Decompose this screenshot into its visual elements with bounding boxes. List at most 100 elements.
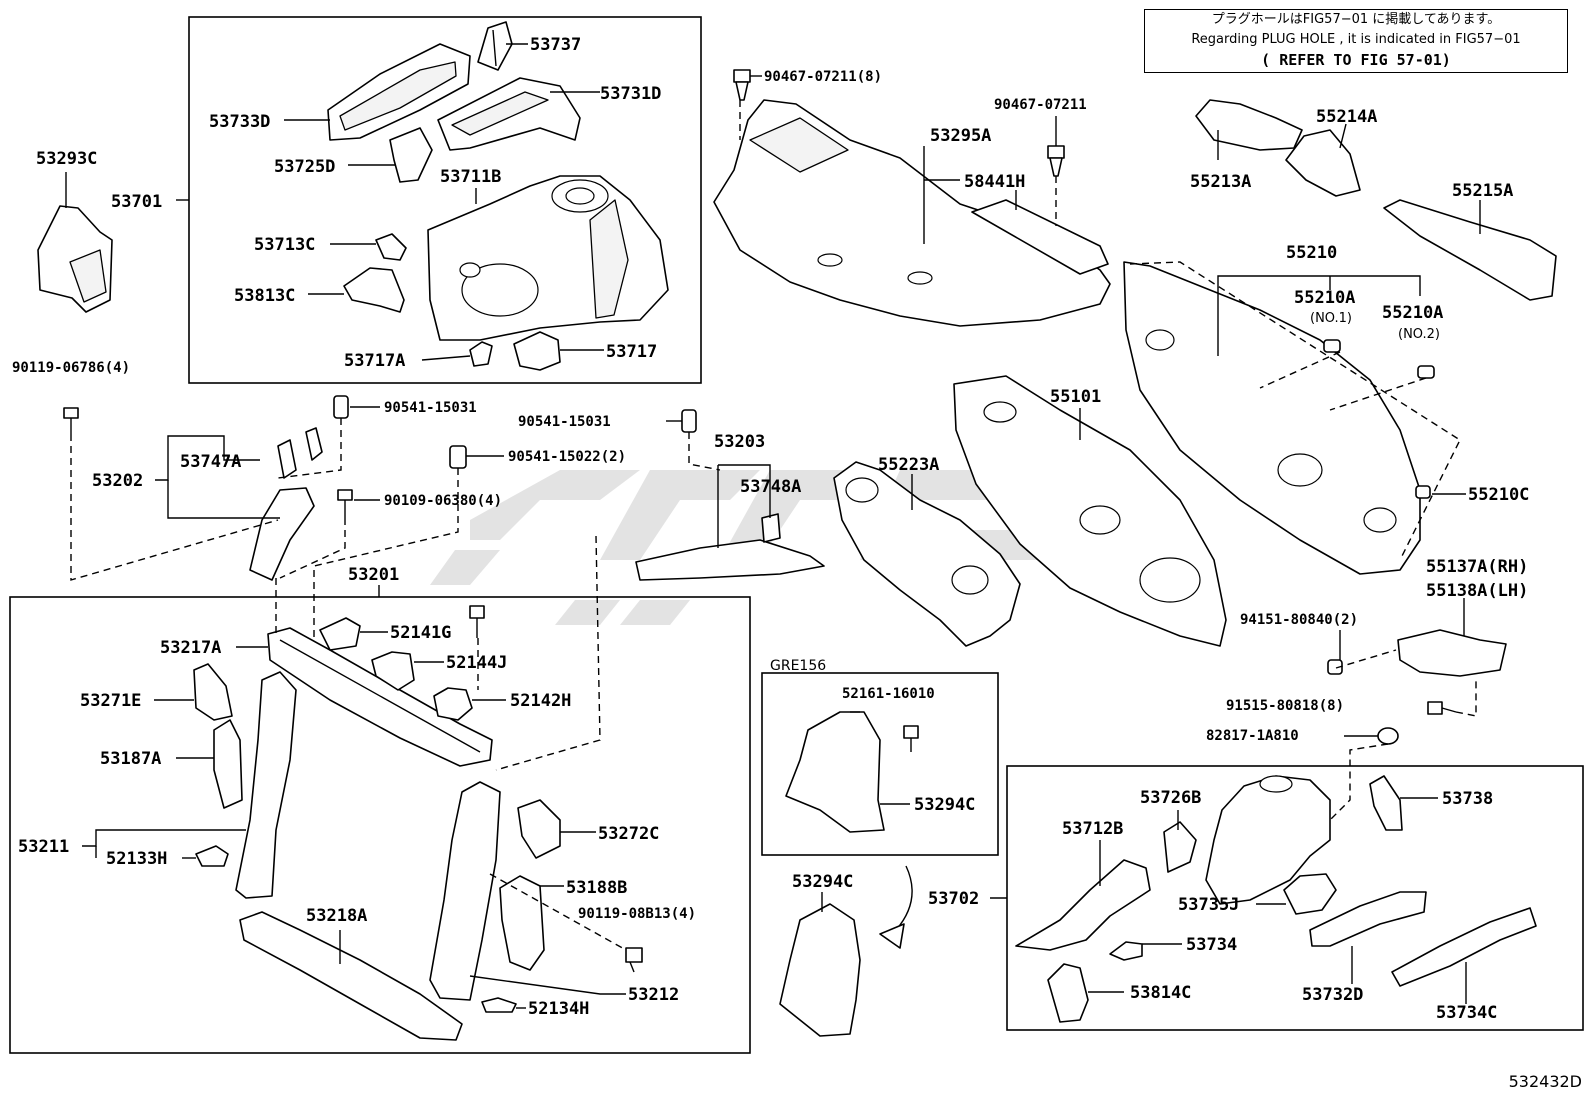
- label-58441H: 58441H: [964, 172, 1025, 192]
- label-55101: 55101: [1050, 387, 1101, 407]
- label-53294C-b: 53294C: [792, 872, 853, 892]
- part-53202-shape: [249, 487, 315, 581]
- grommet-82817-1A810-icon: [1377, 727, 1399, 745]
- part-53187A-shape: [213, 719, 243, 809]
- part-53748A-shape: [761, 513, 781, 543]
- part-53717-shape: [513, 331, 561, 371]
- note-japanese-text: プラグホールはFIG57−01 に掲載してあります。: [1211, 12, 1501, 27]
- label-91515-80818: 91515-80818(8): [1226, 698, 1344, 714]
- clip-55210A-1-icon: [1323, 339, 1341, 353]
- part-55101-shape: [953, 375, 1227, 647]
- label-90467-07211-8: 90467-07211(8): [764, 69, 882, 85]
- label-53713C: 53713C: [254, 235, 315, 255]
- note-english-text: Regarding PLUG HOLE , it is indicated in…: [1191, 32, 1521, 47]
- label-53272C: 53272C: [598, 824, 659, 844]
- grommet-90541-15031-b-icon: [681, 409, 697, 433]
- part-55214A-shape: [1285, 129, 1361, 197]
- label-55138A: 55138A(LH): [1426, 581, 1528, 601]
- part-53218A-shape: [239, 911, 463, 1041]
- label-53712B: 53712B: [1062, 819, 1123, 839]
- label-55137A: 55137A(RH): [1426, 557, 1528, 577]
- label-52134H: 52134H: [528, 999, 589, 1019]
- part-53272C-shape: [517, 799, 561, 859]
- label-90109-06380: 90109-06380(4): [384, 493, 502, 509]
- part-53734C-shape: [1391, 907, 1537, 987]
- part-55213A-shape: [1195, 99, 1303, 151]
- label-53294C-a: 53294C: [914, 795, 975, 815]
- part-53813C-shape: [343, 267, 405, 313]
- part-53294C-b-shape: [779, 903, 861, 1037]
- bolt-52161-16010-icon: [903, 725, 919, 752]
- clip-90467-07211-icon: [1047, 145, 1065, 177]
- label-53701: 53701: [111, 192, 162, 212]
- label-90119-06786: 90119-06786(4): [12, 360, 130, 376]
- label-55213A: 55213A: [1190, 172, 1251, 192]
- nut-94151-80840-icon: [1327, 659, 1343, 675]
- clip-55210C-icon: [1415, 485, 1431, 499]
- part-55137A-shape: [1397, 629, 1507, 677]
- label-52142H: 52142H: [510, 691, 571, 711]
- part-53217A-shape: [267, 627, 493, 767]
- part-52134H-shape: [481, 997, 517, 1013]
- part-55223A-shape: [833, 461, 1021, 647]
- label-55210A-1: 55210A: [1294, 288, 1355, 308]
- part-52144J-shape: [371, 651, 415, 691]
- label-90541-15022: 90541-15022(2): [508, 449, 626, 465]
- part-55210-shape: [1123, 261, 1421, 575]
- part-53738-shape: [1369, 775, 1403, 831]
- label-52133H: 52133H: [106, 849, 167, 869]
- label-52161-16010: 52161-16010: [842, 686, 935, 702]
- label-53217A: 53217A: [160, 638, 221, 658]
- label-90541-15031-a: 90541-15031: [384, 400, 477, 416]
- part-58441H-shape: [971, 199, 1109, 275]
- part-53737-shape: [477, 21, 513, 71]
- label-53734: 53734: [1186, 935, 1237, 955]
- assembly-dashed-lines: [70, 100, 1477, 951]
- clip-90467-07211-8-icon: [733, 69, 751, 101]
- part-53702-main-shape: [1205, 775, 1331, 905]
- label-53734C: 53734C: [1436, 1003, 1497, 1023]
- part-52133H-shape: [195, 845, 229, 867]
- label-55215A: 55215A: [1452, 181, 1513, 201]
- label-53814C: 53814C: [1130, 983, 1191, 1003]
- part-53814C-shape: [1047, 963, 1089, 1023]
- label-55223A: 55223A: [878, 455, 939, 475]
- note-reference-text: ( REFER TO FIG 57-01): [1261, 51, 1451, 69]
- part-53732D-shape: [1309, 891, 1427, 947]
- label-53218A: 53218A: [306, 906, 367, 926]
- label-53711B: 53711B: [440, 167, 501, 187]
- label-53738: 53738: [1442, 789, 1493, 809]
- bolt-90119-08B13-icon: [625, 947, 643, 973]
- part-53713C-shape: [375, 233, 407, 261]
- bolt-90109-06380-icon: [337, 489, 353, 518]
- part-53212-shape: [429, 781, 501, 1001]
- label-53293C: 53293C: [36, 149, 97, 169]
- label-53725D: 53725D: [274, 157, 335, 177]
- part-52141G-shape: [319, 617, 361, 651]
- label-53271E: 53271E: [80, 691, 141, 711]
- label-53295A: 53295A: [930, 126, 991, 146]
- bolt-52141G-icon: [469, 605, 485, 638]
- grommet-90541-15031-a-icon: [333, 395, 349, 419]
- label-53732D: 53732D: [1302, 985, 1363, 1005]
- label-53212: 53212: [628, 985, 679, 1005]
- part-52142H-shape: [433, 687, 473, 721]
- label-82817-1A810: 82817-1A810: [1206, 728, 1299, 744]
- part-53735J-shape: [1283, 873, 1337, 915]
- part-53188B-shape: [499, 875, 545, 971]
- drawing-code: 532432D: [1508, 1072, 1582, 1091]
- bolt-90119-06786-icon: [63, 407, 79, 434]
- label-52144J: 52144J: [446, 653, 507, 673]
- label-55210A-1-no: (NO.1): [1310, 311, 1352, 326]
- reference-note: プラグホールはFIG57−01 に掲載してあります。 Regarding PLU…: [1144, 9, 1568, 73]
- label-55210C: 55210C: [1468, 485, 1529, 505]
- part-53271E-shape: [193, 663, 233, 721]
- part-53295A-shape: [713, 99, 1111, 327]
- part-53731D-shape: [437, 77, 581, 151]
- group-box-gre156: [761, 672, 999, 856]
- section-label: GRE156: [770, 658, 827, 674]
- bolt-91515-80818-icon: [1427, 701, 1457, 715]
- label-53717A: 53717A: [344, 351, 405, 371]
- clip-55210A-2-icon: [1417, 365, 1435, 379]
- label-53735J: 53735J: [1178, 895, 1239, 915]
